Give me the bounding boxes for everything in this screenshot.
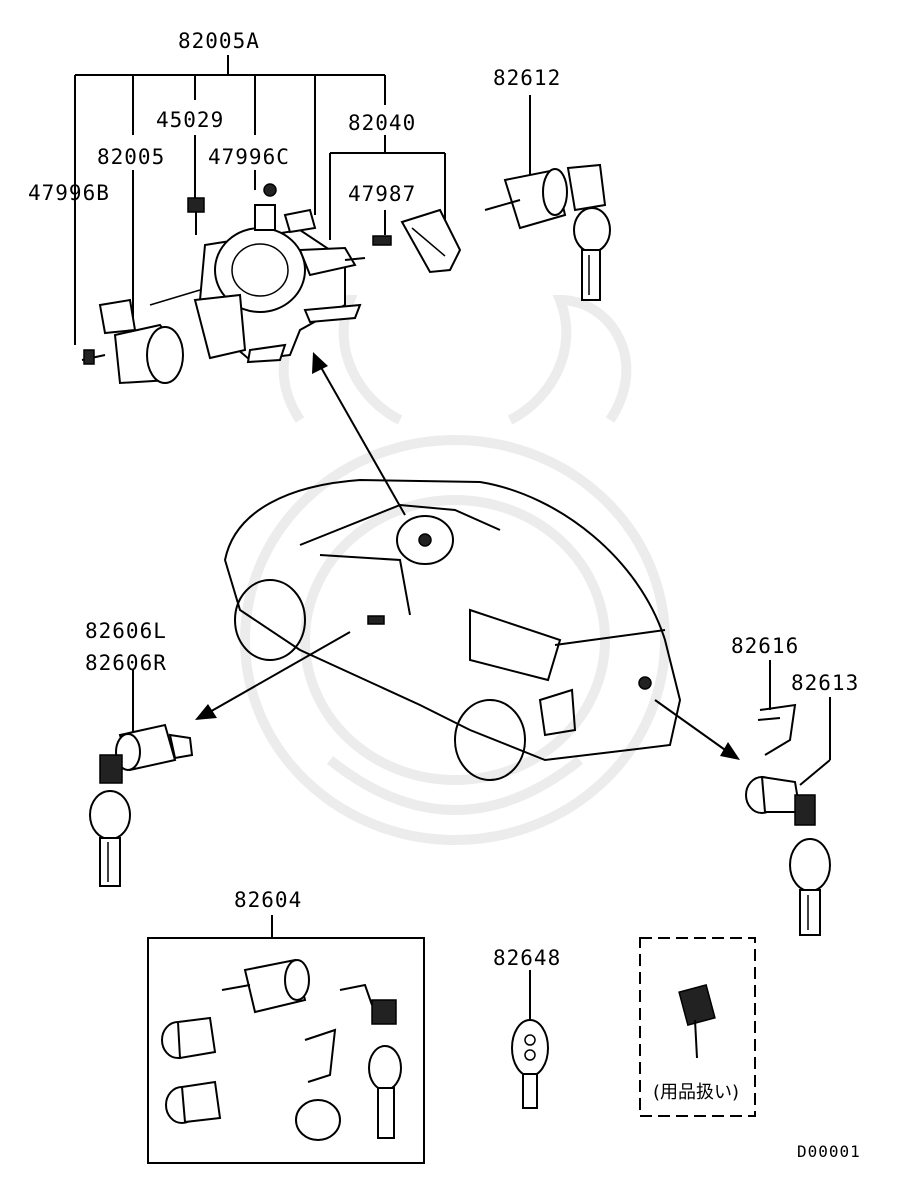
key-82648	[511, 970, 549, 1109]
screw-47996B	[81, 349, 106, 365]
tailgate-lock-clip-82616	[757, 660, 797, 756]
arrow-to-ignition	[312, 352, 406, 516]
label-82604: 82604	[234, 888, 302, 912]
label-47996B: 47996B	[28, 181, 110, 205]
label-82606R: 82606R	[85, 651, 167, 675]
label-82005A: 82005A	[178, 29, 260, 53]
accessory-key-box	[639, 937, 756, 1117]
key-cylinder-cover-82040	[400, 208, 462, 274]
watermark-logo	[240, 294, 670, 845]
door-lock-cylinder-82606	[89, 670, 194, 887]
bolt-45029	[187, 197, 205, 235]
tailgate-lock-cylinder-82613	[745, 697, 831, 936]
vehicle-outline	[223, 478, 682, 781]
label-82606L: 82606L	[85, 619, 167, 643]
label-82613: 82613	[791, 671, 859, 695]
note-accessory-item: (用品扱い)	[653, 1082, 739, 1103]
label-47996C: 47996C	[208, 145, 290, 169]
label-82005: 82005	[97, 145, 165, 169]
arrow-to-tailgate-lock	[654, 699, 740, 760]
label-45029: 45029	[156, 108, 224, 132]
diagram-code: D00001	[797, 1142, 861, 1161]
ignition-switch-assembly	[149, 204, 366, 364]
label-82040: 82040	[348, 111, 416, 135]
label-82616: 82616	[731, 634, 799, 658]
lock-set-kit-82604	[147, 915, 425, 1164]
ignition-key-cylinder-82612	[484, 163, 611, 301]
label-82612: 82612	[493, 66, 561, 90]
label-82648: 82648	[493, 946, 561, 970]
screw-47996C	[263, 183, 277, 197]
lock-bracket-82005	[98, 298, 184, 385]
label-47987: 47987	[348, 182, 416, 206]
arrow-to-door-lock	[195, 631, 351, 720]
pin-47987	[372, 235, 392, 246]
leader-lines-ignition-group	[74, 55, 531, 345]
